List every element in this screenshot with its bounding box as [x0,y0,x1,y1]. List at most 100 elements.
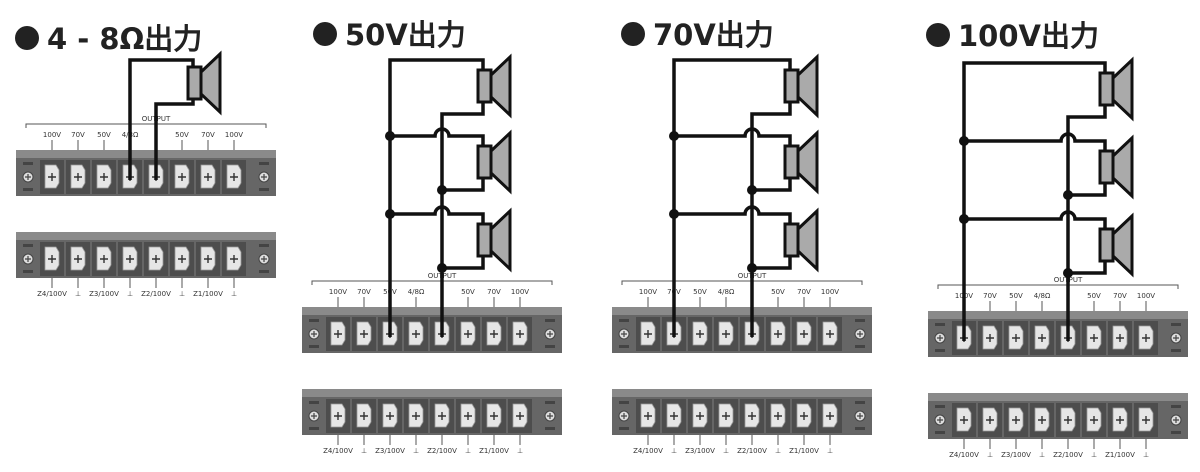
terminal-label: 100V [511,288,529,296]
screw-cross [547,331,553,337]
wire-positive-bus [388,58,485,337]
junction-dot [959,136,969,146]
terminal-label: Z3/100V [375,447,405,455]
terminal: Z3/100V [89,242,119,298]
terminal-label: ⊥ [179,290,185,298]
terminal-screw-icon [334,412,342,420]
terminal: 100V [326,288,350,351]
terminal-label: ⊥ [827,447,833,455]
terminal-screw-icon [334,330,342,338]
screw-cross [1173,417,1179,423]
terminal: Z3/100V [1001,403,1031,459]
block-top-strip [612,389,872,397]
speaker-icon [783,207,819,273]
terminal-label: 100V [821,288,839,296]
terminal-screw-icon [722,412,730,420]
zone-terminal-block: Z4/100V⊥Z3/100V⊥Z2/100V⊥Z1/100V⊥ [612,389,872,455]
terminal-screw-icon [748,412,756,420]
junction-dot [385,209,395,219]
speaker-cone [1111,212,1134,278]
cap-mark [259,162,269,165]
speaker-icon [476,207,512,273]
speaker-cone [796,207,819,273]
terminal: ⊥ [662,399,686,455]
speaker-magnet [783,222,800,258]
terminal: Z2/100V [141,242,171,298]
terminal-label: Z4/100V [323,447,353,455]
cap-mark [619,401,629,404]
terminal-screw-icon [100,255,108,263]
terminal-screw-icon [826,412,834,420]
terminal-label: ⊥ [231,290,237,298]
terminal: ⊥ [170,242,194,298]
speaker-magnet [783,68,800,104]
terminal-screw-icon [48,255,56,263]
speaker-cone [796,53,819,119]
cap-mark [309,401,319,404]
terminal-screw-icon [48,173,56,181]
terminal: 100V [40,131,64,194]
terminal: ⊥ [1082,403,1106,459]
terminal-screw-icon [178,255,186,263]
block-top-strip [612,307,872,315]
zone-terminal-block: Z4/100V⊥Z3/100V⊥Z2/100V⊥Z1/100V⊥ [302,389,562,455]
cap-mark [1171,349,1181,352]
terminal-label: 50V [175,131,189,139]
terminal: Z1/100V [193,242,223,298]
terminal-screw-icon [774,412,782,420]
terminal-label: 4/8Ω [718,288,735,296]
speaker-cone [796,129,819,195]
cap-mark [619,427,629,430]
terminal-screw-icon [696,412,704,420]
junction-dot [959,214,969,224]
wire-branch-common [1068,261,1107,275]
terminal-screw-icon [1038,334,1046,342]
terminal-screw-icon [960,416,968,424]
terminal-label: Z1/100V [1105,451,1135,459]
block-top-strip [928,311,1188,319]
wire-branch-common [442,256,485,270]
terminal-screw-icon [516,330,524,338]
terminal-label: 100V [639,288,657,296]
terminal: Z4/100V [949,403,979,459]
terminal-label: 70V [1113,292,1127,300]
cap-mark [855,319,865,322]
terminal: 50V [456,288,480,351]
speaker-icon [1098,212,1134,278]
wire-branch-common [1068,183,1107,197]
output-bracket [621,280,863,285]
terminal-screw-icon [74,173,82,181]
cap-mark [259,270,269,273]
terminal-label: ⊥ [1091,451,1097,459]
terminal-label: 70V [71,131,85,139]
terminal-screw-icon [1116,416,1124,424]
cap-mark [545,401,555,404]
terminal-screw-icon [1038,416,1046,424]
terminal-label: Z2/100V [427,447,457,455]
speaker-icon [186,50,222,116]
panel-title: 100V出力 [958,19,1099,53]
speaker-magnet [1098,71,1115,107]
terminal-label: 50V [97,131,111,139]
terminal-screw-icon [670,412,678,420]
junction-dot [1063,268,1073,278]
terminal: Z3/100V [685,399,715,455]
screw-cross [311,413,317,419]
terminal-screw-icon [800,412,808,420]
screw-cross [937,417,943,423]
terminal: ⊥ [1030,403,1054,459]
speaker-icon [1098,56,1134,122]
terminal: 50V [1004,292,1028,355]
screw-cross [621,331,627,337]
terminal-label: 70V [983,292,997,300]
speaker-icon [1098,134,1134,200]
terminal: 70V [196,131,220,194]
terminal: 50V [92,131,116,194]
terminal-label: Z1/100V [789,447,819,455]
terminal-label: 50V [693,288,707,296]
wire-positive [128,58,195,180]
